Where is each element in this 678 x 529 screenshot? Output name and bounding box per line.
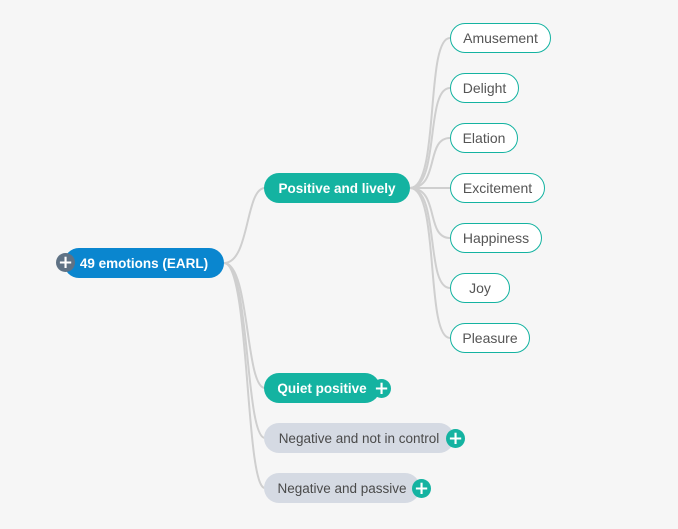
leaf-amusement[interactable]: Amusement <box>450 23 551 53</box>
connector-to-elation <box>409 137 451 189</box>
branch-label: Negative and passive <box>277 480 407 496</box>
leaf-delight[interactable]: Delight <box>450 73 519 103</box>
leaf-label: Happiness <box>462 230 530 246</box>
branch-label: Negative and not in control <box>278 430 440 446</box>
leaf-label: Elation <box>462 130 506 146</box>
branch-positive-and-lively[interactable]: Positive and lively <box>264 173 410 203</box>
leaf-label: Excitement <box>462 180 533 196</box>
negative-and-passive-expand-plus-icon[interactable]: + <box>412 477 431 499</box>
branch-label: Positive and lively <box>278 180 396 196</box>
connector-to-happiness <box>409 187 451 239</box>
connector-to-pleasure <box>409 187 451 339</box>
branch-quiet-positive[interactable]: Quiet positive <box>264 373 380 403</box>
leaf-label: Delight <box>462 80 507 96</box>
leaf-excitement[interactable]: Excitement <box>450 173 545 203</box>
leaf-label: Joy <box>469 280 491 296</box>
connector-to-delight <box>409 87 451 189</box>
branch-negative-and-passive[interactable]: Negative and passive <box>264 473 420 503</box>
leaf-joy[interactable]: Joy <box>450 273 510 303</box>
leaf-label: Amusement <box>463 30 538 46</box>
root-node-label: 49 emotions (EARL) <box>79 255 209 271</box>
quiet-positive-expand-plus-icon[interactable]: + <box>372 377 391 399</box>
connector-to-amusement <box>409 37 451 189</box>
leaf-happiness[interactable]: Happiness <box>450 223 542 253</box>
leaf-elation[interactable]: Elation <box>450 123 518 153</box>
connector-root-to-negative-and-passive <box>223 262 266 489</box>
branch-label: Quiet positive <box>277 380 367 396</box>
leaf-pleasure[interactable]: Pleasure <box>450 323 530 353</box>
negative-not-in-control-expand-plus-icon[interactable]: + <box>446 427 465 449</box>
leaf-label: Pleasure <box>462 330 518 346</box>
root-expand-plus-icon[interactable]: + <box>56 251 75 273</box>
root-node[interactable]: 49 emotions (EARL) <box>64 248 224 278</box>
branch-negative-and-not-in-control[interactable]: Negative and not in control <box>264 423 454 453</box>
connector-root-to-positive-and-lively <box>223 187 266 264</box>
